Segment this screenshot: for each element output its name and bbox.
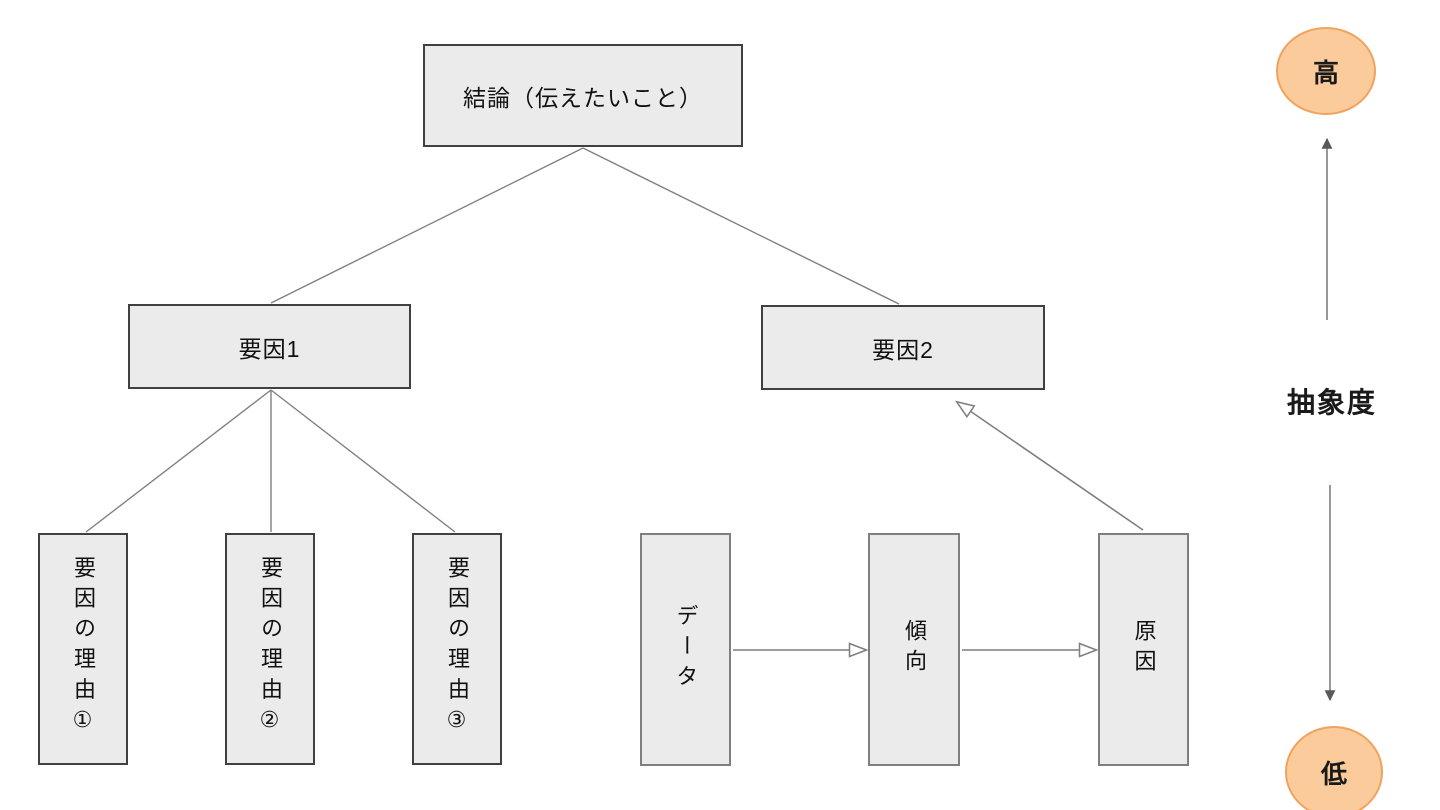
node-reason2: 要因の理由② (225, 533, 315, 765)
node-factor2-label: 要因2 (872, 336, 934, 363)
node-reason3: 要因の理由③ (412, 533, 502, 765)
node-cause: 原因 (1098, 533, 1189, 766)
node-trend-label: 傾向 (902, 619, 927, 680)
line-conclusion-to-factor1 (270, 147, 584, 304)
node-conclusion-label: 結論（伝えたいこと） (463, 84, 703, 111)
line-factor1-to-reason1 (85, 389, 272, 533)
axis-high-ellipse: 高 (1276, 27, 1376, 115)
arrow-cause-to-factor2 (957, 402, 1144, 531)
line-conclusion-to-factor2 (582, 147, 900, 305)
node-cause-label: 原因 (1131, 619, 1157, 680)
node-conclusion: 結論（伝えたいこと） (423, 44, 743, 147)
node-reason3-label: 要因の理由③ (445, 556, 470, 742)
node-factor2: 要因2 (761, 305, 1045, 390)
node-factor1: 要因1 (128, 304, 411, 389)
axis-title: 抽象度 (1286, 387, 1377, 418)
node-factor1-label: 要因1 (238, 335, 301, 362)
node-trend: 傾向 (868, 533, 960, 766)
axis-high-label: 高 (1312, 57, 1339, 88)
axis-low-label: 低 (1320, 758, 1347, 789)
axis-low-ellipse: 低 (1285, 726, 1383, 810)
line-factor1-to-reason3 (270, 389, 456, 533)
node-reason1: 要因の理由① (38, 533, 128, 765)
node-reason2-label: 要因の理由② (258, 556, 283, 742)
node-reason1-label: 要因の理由① (71, 556, 96, 742)
node-data-label: データ (673, 603, 699, 696)
node-data: データ (640, 533, 731, 766)
